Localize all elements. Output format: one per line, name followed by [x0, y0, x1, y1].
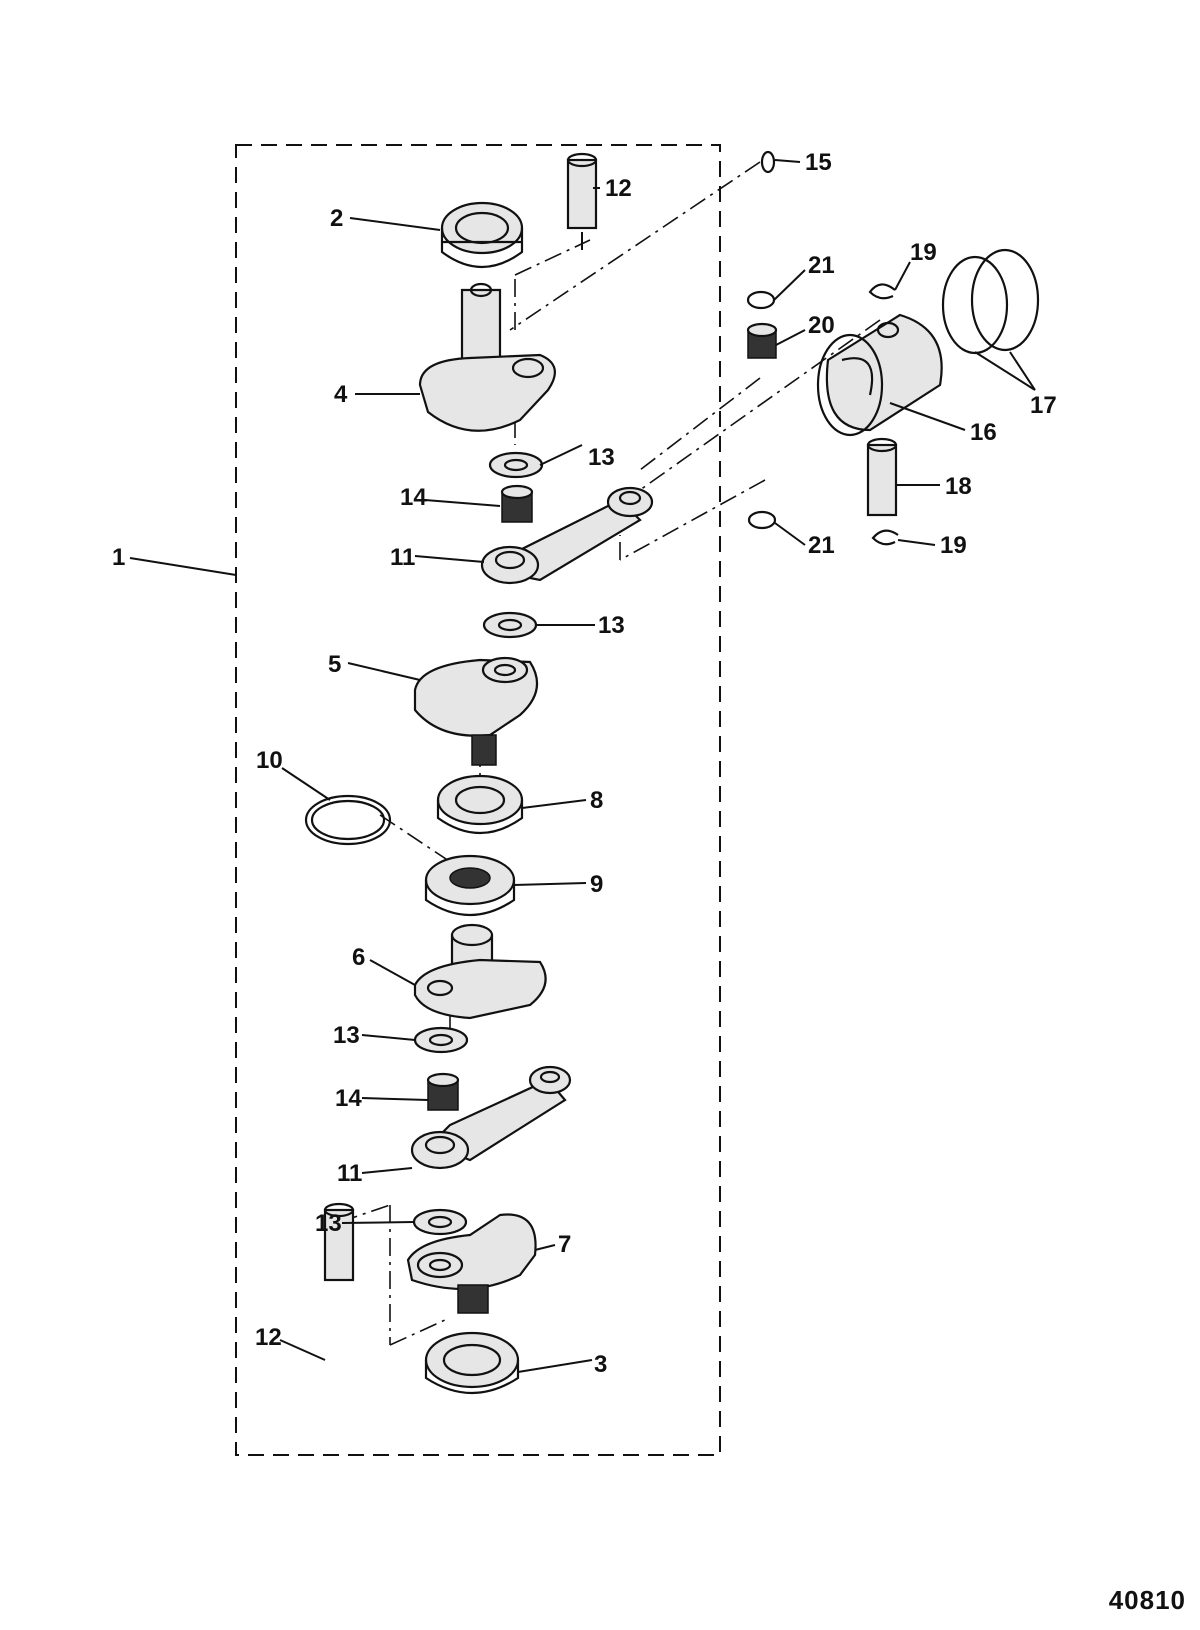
callout-19-upper: 19	[910, 239, 937, 266]
callout-14-upper: 14	[400, 484, 427, 511]
crank-section-middle	[413, 656, 539, 766]
callout-11-upper: 11	[390, 544, 415, 571]
callout-7: 7	[558, 1231, 571, 1258]
callout-14-lower: 14	[335, 1085, 362, 1112]
thrust-washer-4	[412, 1208, 468, 1236]
callout-21-lower: 21	[808, 532, 835, 559]
dowel-pin-top	[566, 152, 598, 250]
dowel-pin-lower	[323, 1202, 355, 1282]
crank-section-lower	[406, 1213, 537, 1314]
piston-pin-retainer-lower	[747, 510, 777, 530]
callout-16: 16	[970, 419, 997, 446]
wrist-pin-lock-ring-upper	[868, 283, 896, 300]
ball-bearing-top	[440, 201, 524, 269]
callout-13-2: 13	[598, 612, 625, 639]
crank-section-lower-middle	[413, 923, 547, 1020]
thrust-washer-1	[488, 451, 544, 479]
callout-18: 18	[945, 473, 972, 500]
figure-number: 40810	[1108, 1585, 1186, 1615]
callout-21-upper: 21	[808, 252, 835, 279]
needle-bearing-upper	[500, 484, 534, 523]
callout-10: 10	[256, 747, 283, 774]
callout-12-upper: 12	[605, 175, 632, 202]
callout-15: 15	[805, 149, 832, 176]
retaining-ring	[304, 794, 392, 846]
piston	[816, 313, 943, 437]
callout-20: 20	[808, 312, 835, 339]
piston-rings	[941, 248, 1040, 355]
callout-17: 17	[1030, 392, 1057, 419]
leader-lines	[129, 159, 1036, 1373]
callout-13-4: 13	[315, 1210, 342, 1237]
ball-bearing-center	[436, 774, 524, 835]
callout-5: 5	[328, 651, 341, 678]
piston-pin-retainer-upper	[746, 290, 776, 310]
callout-11-lower: 11	[337, 1160, 362, 1187]
callout-2: 2	[330, 205, 343, 232]
wrist-pin-lock-ring-lower	[871, 529, 899, 546]
connecting-rod-upper	[480, 486, 654, 585]
center-main-seal	[424, 854, 516, 916]
callout-13-3: 13	[333, 1022, 360, 1049]
callout-4: 4	[334, 381, 348, 408]
callout-3: 3	[594, 1351, 607, 1378]
thrust-washer-3	[413, 1026, 469, 1054]
callout-labels: 1 2 3 4 5 6 7 8 9 10 11 11 12 12 13 13 1…	[112, 149, 1057, 1378]
callout-19-lower: 19	[940, 532, 967, 559]
piston-pin-needle-bearing	[746, 322, 778, 359]
callout-8: 8	[590, 787, 603, 814]
crank-section-upper	[418, 282, 556, 432]
callout-1: 1	[112, 544, 125, 571]
callout-9: 9	[590, 871, 603, 898]
callout-6: 6	[352, 944, 365, 971]
woodruff-key	[760, 150, 776, 174]
needle-bearing-lower	[426, 1072, 460, 1111]
callout-12-lower: 12	[255, 1324, 282, 1351]
callout-13-1: 13	[588, 444, 615, 471]
piston-pin	[866, 437, 898, 517]
thrust-washer-2	[482, 611, 538, 639]
connecting-rod-lower	[410, 1065, 572, 1170]
ball-bearing-bottom	[424, 1331, 520, 1394]
assembly-boundary	[235, 144, 721, 1456]
alignment-lines	[339, 161, 881, 1346]
